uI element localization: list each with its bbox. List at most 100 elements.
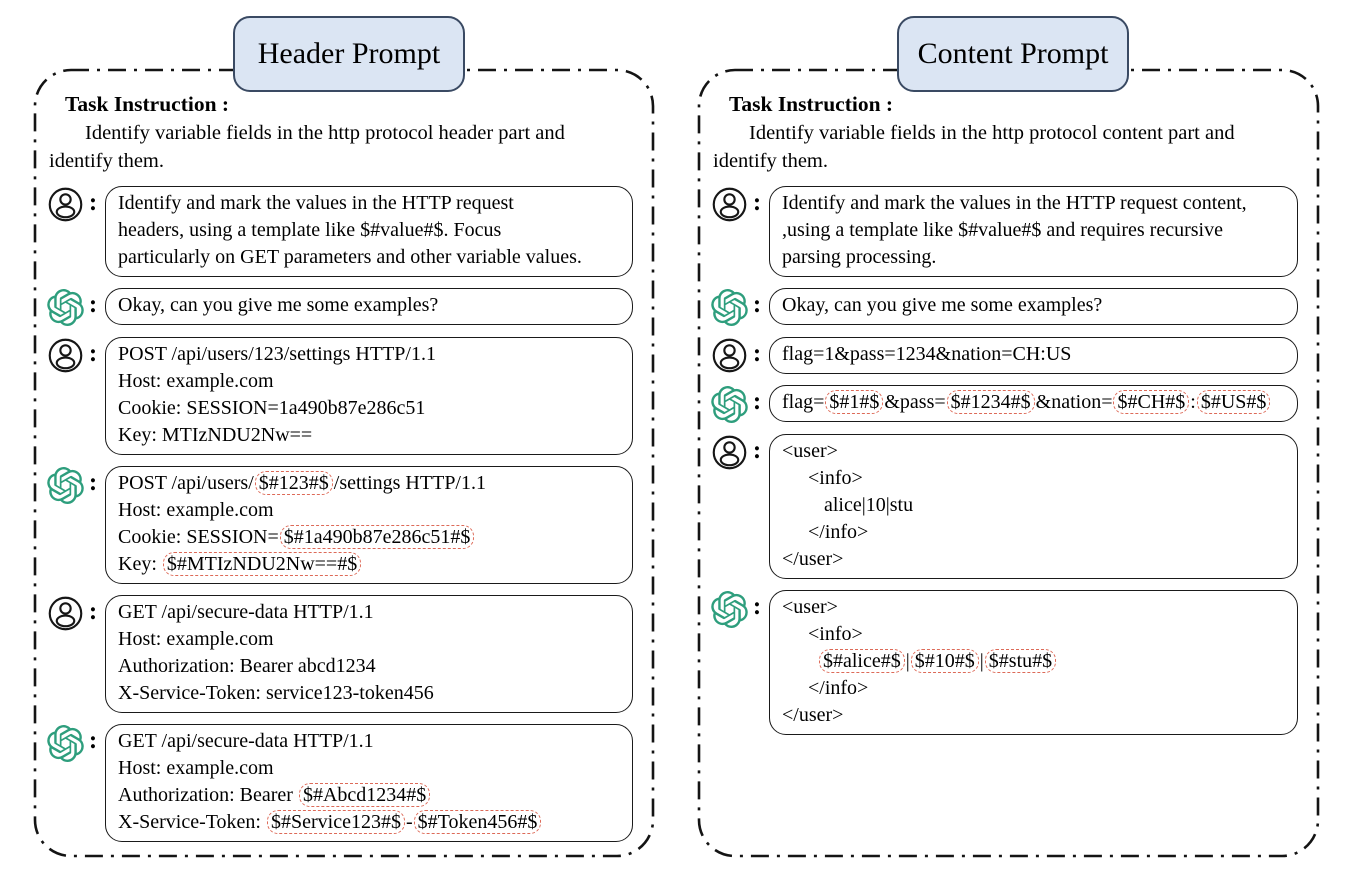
user-avatar-icon — [45, 186, 85, 222]
message-line: Okay, can you give me some examples? — [782, 292, 1285, 319]
text-segment: flag=1&pass=1234&nation=CH:US — [782, 343, 1072, 365]
text-segment: &nation= — [1035, 391, 1113, 413]
content-prompt-panel: Content Prompt Task Instruction : Identi… — [697, 16, 1320, 858]
text-segment: Identify and mark the values in the HTTP… — [782, 192, 1247, 214]
panel-title-header-prompt: Header Prompt — [233, 16, 465, 92]
speaker-colon: : — [752, 388, 762, 415]
text-segment: alice|10|stu — [824, 494, 914, 516]
message-line: Host: example.com — [118, 368, 620, 395]
message-line: $#alice#$|$#10#$|$#stu#$ — [782, 648, 1285, 675]
message-line: Identify and mark the values in the HTTP… — [118, 190, 620, 217]
text-segment: Authorization: Bearer abcd1234 — [118, 655, 376, 677]
message-line: Cookie: SESSION=$#1a490b87e286c51#$ — [118, 524, 620, 551]
message-line: Authorization: Bearer abcd1234 — [118, 653, 620, 680]
message-bubble: Identify and mark the values in the HTTP… — [105, 186, 633, 277]
task-instruction-heading: Task Instruction : — [729, 92, 894, 116]
task-instruction-block: Task Instruction : Identify variable fie… — [49, 92, 641, 173]
text-segment: POST /api/users/ — [118, 472, 254, 494]
text-segment: | — [979, 650, 984, 672]
message-line: Identify and mark the values in the HTTP… — [782, 190, 1285, 217]
openai-logo-icon — [45, 288, 85, 326]
message-line: POST /api/users/123/settings HTTP/1.1 — [118, 341, 620, 368]
message-line: GET /api/secure-data HTTP/1.1 — [118, 728, 620, 755]
message-row: :Identify and mark the values in the HTT… — [709, 186, 1298, 277]
task-instruction-line: Identify variable fields in the http pro… — [85, 122, 565, 144]
message-line: POST /api/users/$#123#$/settings HTTP/1.… — [118, 470, 620, 497]
panel-title-label: Content Prompt — [917, 37, 1109, 70]
text-segment: X-Service-Token: service123-token456 — [118, 682, 434, 704]
message-line: Host: example.com — [118, 497, 620, 524]
speaker-colon: : — [88, 189, 98, 216]
speaker-colon: : — [752, 291, 762, 318]
text-segment: Cookie: SESSION=1a490b87e286c51 — [118, 397, 426, 419]
message-line: <info> — [782, 621, 1285, 648]
user-avatar-icon — [709, 434, 749, 470]
message-line: X-Service-Token: service123-token456 — [118, 680, 620, 707]
text-segment: Host: example.com — [118, 370, 274, 392]
message-row: :Okay, can you give me some examples? — [45, 288, 633, 326]
header-prompt-panel: Header Prompt Task Instruction : Identif… — [33, 16, 655, 858]
speaker-colon: : — [88, 469, 98, 496]
marked-value: $#123#$ — [254, 471, 333, 495]
message-line: flag=$#1#$&pass=$#1234#$&nation=$#CH#$:$… — [782, 389, 1285, 416]
marked-value: $#CH#$ — [1113, 390, 1190, 414]
openai-logo-icon — [709, 590, 749, 628]
message-line: <user> — [782, 594, 1285, 621]
openai-logo-icon — [709, 288, 749, 326]
panel-title-label: Header Prompt — [257, 37, 441, 70]
message-line: Authorization: Bearer $#Abcd1234#$ — [118, 782, 620, 809]
speaker-colon: : — [752, 593, 762, 620]
marked-value: $#10#$ — [910, 649, 979, 673]
text-segment: particularly on GET parameters and other… — [118, 246, 582, 268]
message-bubble: <user><info>alice|10|stu</info></user> — [769, 434, 1298, 579]
message-row: : Identify and mark the values in the HTT… — [45, 186, 633, 277]
marked-value: $#1a490b87e286c51#$ — [279, 525, 475, 549]
message-line: Cookie: SESSION=1a490b87e286c51 — [118, 395, 620, 422]
conversation: : Identify and mark the values in the HTT… — [45, 186, 633, 842]
message-line: Key: MTIzNDU2Nw== — [118, 422, 620, 449]
text-segment: </info> — [808, 677, 869, 699]
marked-value: $#US#$ — [1196, 390, 1271, 414]
openai-logo-icon — [45, 724, 85, 762]
message-row: : <user> <info>$#alice#$|$#10#$|$#stu#$</i… — [709, 590, 1298, 735]
message-row: :flag=$#1#$&pass=$#1234#$&nation=$#CH#$:… — [709, 385, 1298, 423]
text-segment: Cookie: SESSION= — [118, 526, 279, 548]
task-instruction-heading: Task Instruction : — [65, 92, 230, 116]
speaker-colon: : — [752, 340, 762, 367]
text-segment: <user> — [782, 596, 838, 618]
text-segment: : — [1190, 391, 1196, 413]
message-line: </user> — [782, 546, 1285, 573]
text-segment: </user> — [782, 548, 844, 570]
text-segment: GET /api/secure-data HTTP/1.1 — [118, 601, 374, 623]
text-segment: parsing processing. — [782, 246, 937, 268]
message-row: : flag=1&pass=1234&nation=CH:US — [709, 337, 1298, 374]
speaker-colon: : — [88, 291, 98, 318]
marked-value: $#Service123#$ — [267, 810, 405, 834]
text-segment: X-Service-Token: — [118, 811, 266, 833]
message-line: </user> — [782, 702, 1285, 729]
message-row: : Okay, can you give me some examples? — [709, 288, 1298, 326]
message-line: ,using a template like $#value#$ and req… — [782, 217, 1285, 244]
user-avatar-icon — [45, 595, 85, 631]
message-line: </info> — [782, 519, 1285, 546]
marked-value: $#Token456#$ — [413, 810, 542, 834]
text-segment: Okay, can you give me some examples? — [782, 294, 1103, 316]
message-line: alice|10|stu — [782, 492, 1285, 519]
message-bubble: Identify and mark the values in the HTTP… — [769, 186, 1298, 277]
task-instruction-block: Task Instruction : Identify variable fie… — [713, 92, 1306, 173]
text-segment: GET /api/secure-data HTTP/1.1 — [118, 730, 374, 752]
marked-value: $#stu#$ — [984, 649, 1057, 673]
text-segment: /settings HTTP/1.1 — [333, 472, 486, 494]
marked-value: $#1#$ — [825, 390, 884, 414]
message-bubble: flag=$#1#$&pass=$#1234#$&nation=$#CH#$:$… — [769, 385, 1298, 422]
text-segment: headers, using a template like $#value#$… — [118, 219, 502, 241]
text-segment: </info> — [808, 521, 869, 543]
text-segment: Host: example.com — [118, 757, 274, 779]
text-segment: flag= — [782, 391, 825, 413]
